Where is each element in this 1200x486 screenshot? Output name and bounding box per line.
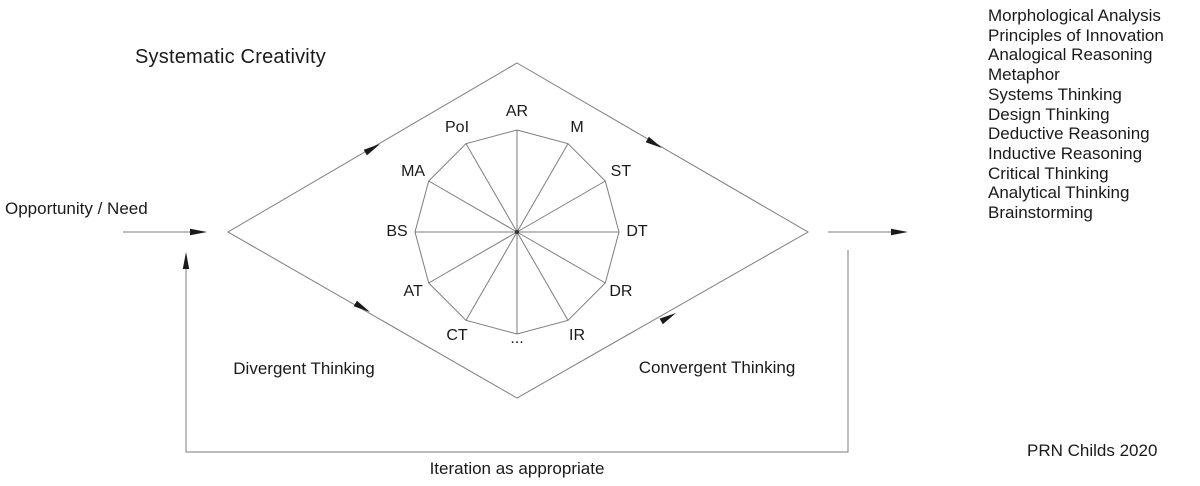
wheel-center-dot <box>515 230 519 234</box>
wheel-spoke <box>516 231 569 321</box>
method-item: Principles of Innovation <box>988 25 1164 45</box>
method-item: Metaphor <box>988 65 1060 85</box>
wheel-spoke <box>516 231 606 284</box>
wheel-spoke <box>516 180 606 233</box>
wheel-spoke <box>428 231 518 284</box>
method-item: Inductive Reasoning <box>988 143 1143 163</box>
iteration-label: Iteration as appropriate <box>429 459 605 478</box>
input-arrowhead-icon <box>190 228 207 236</box>
wheel-spokes <box>415 130 619 334</box>
wheel-spoke <box>428 180 518 233</box>
wheel-spoke <box>465 231 518 321</box>
method-item: Analytical Thinking <box>988 183 1130 203</box>
method-item: Analogical Reasoning <box>988 45 1153 65</box>
wheel-spoke <box>516 143 569 233</box>
method-item: Design Thinking <box>988 104 1110 124</box>
method-item: Deductive Reasoning <box>988 124 1150 144</box>
iteration-up-arrowhead-icon <box>182 252 190 269</box>
iteration-loop-path <box>185 250 849 453</box>
wheel-spoke <box>465 143 518 233</box>
input-label: Opportunity / Need <box>5 199 148 218</box>
divergent-thinking-label: Divergent Thinking <box>233 359 375 378</box>
page-title: Systematic Creativity <box>135 46 326 68</box>
method-item: Critical Thinking <box>988 163 1109 183</box>
diverge-up-arrowhead-icon <box>363 144 380 156</box>
process-diamond-outline <box>227 62 810 399</box>
method-item: Morphological Analysis <box>988 6 1161 25</box>
method-item: Brainstorming <box>988 203 1093 223</box>
converge-top-arrowhead-icon <box>645 136 662 148</box>
output-arrowhead-icon <box>891 228 908 236</box>
convergent-thinking-label: Convergent Thinking <box>638 358 796 377</box>
diverge-down-arrowhead-icon <box>353 300 370 312</box>
converge-bottom-arrowhead-icon <box>659 313 676 325</box>
method-item: Systems Thinking <box>988 84 1122 104</box>
credit-label: PRN Childs 2020 <box>1027 441 1158 460</box>
